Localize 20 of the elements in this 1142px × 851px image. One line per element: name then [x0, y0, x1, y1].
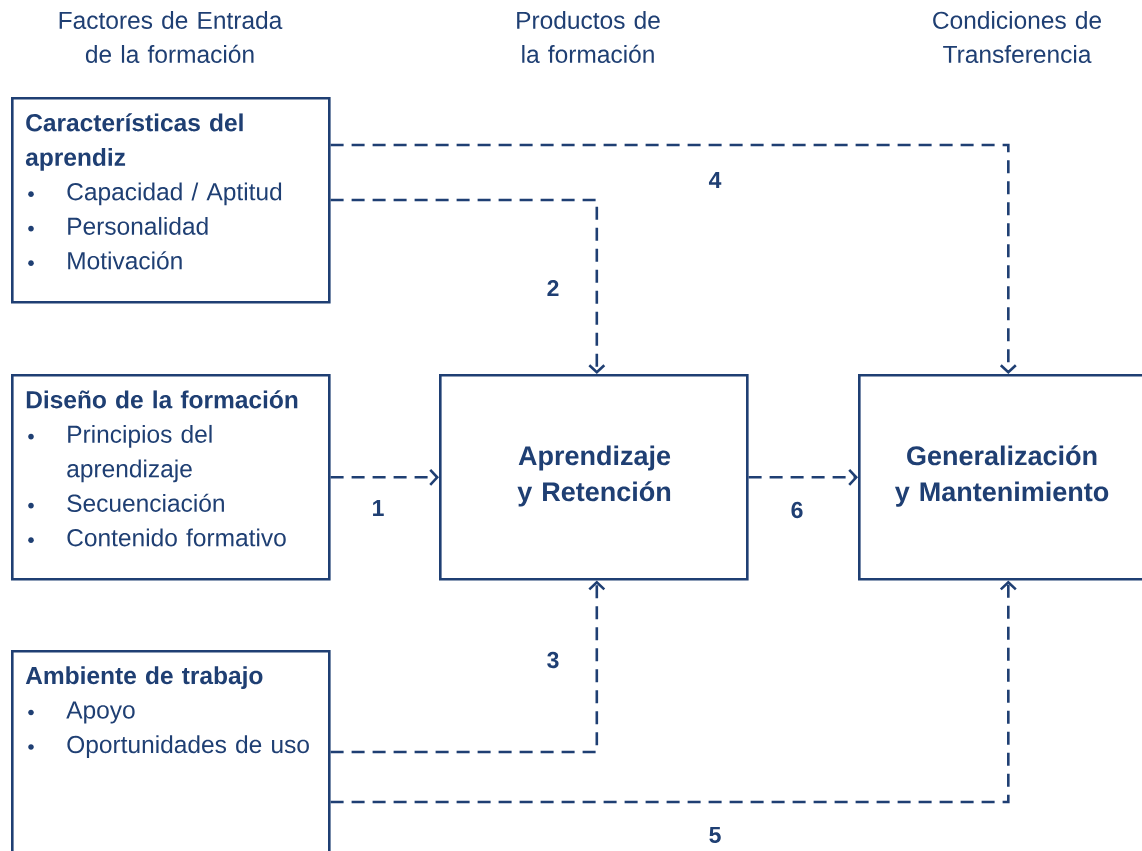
- column-heading: Productos de la formación: [517, 11, 660, 63]
- edge-label: 6: [789, 500, 805, 520]
- outcome-box: Aprendizaje y Retención: [439, 374, 749, 581]
- factor-box: Ambiente de trabajo Apoyo Oportunidades de uso: [11, 650, 331, 851]
- edge-label: 1: [370, 499, 386, 517]
- edge-label: 3: [545, 650, 561, 670]
- arrow: [330, 143, 1017, 374]
- column-heading: Factores de Entrada de la formación: [59, 11, 283, 63]
- edge-label: 5: [707, 826, 723, 845]
- arrow: [748, 468, 858, 486]
- arrow: [330, 468, 439, 486]
- factor-box: Características del aprendiz Capacidad / Aptitud Personalidad Motivación: [11, 97, 331, 304]
- edge-label: 2: [545, 278, 561, 298]
- arrow: [330, 580, 1017, 804]
- arrow: [330, 580, 606, 754]
- column-heading: Condiciones de Transferencia: [933, 11, 1101, 63]
- edge-label: 4: [707, 171, 723, 189]
- arrow: [330, 198, 606, 374]
- outcome-box: Generalización y Mantenimiento: [858, 374, 1142, 581]
- factor-box: Diseño de la formación Principios del aprendizaje Secuenciación Contenido formativo: [11, 374, 331, 581]
